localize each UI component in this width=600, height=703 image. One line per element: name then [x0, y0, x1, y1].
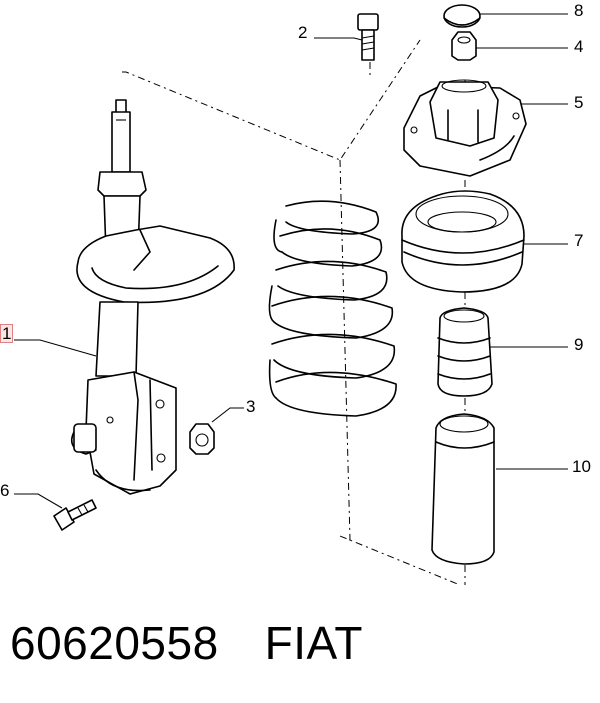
part-label-8: 8 — [574, 1, 584, 20]
shock-absorber-strut — [70, 99, 235, 495]
part-label-2: 2 — [298, 23, 308, 42]
bolt-top — [357, 13, 379, 61]
nut-3 — [189, 423, 215, 455]
leader-lines — [14, 13, 568, 509]
part-label-9: 9 — [574, 335, 584, 354]
caption: 60620558 FIAT — [10, 616, 363, 670]
part-label-4: 4 — [574, 37, 584, 56]
part-label-5: 5 — [574, 93, 584, 112]
part-label-1: 1 — [0, 324, 14, 343]
spring-seat — [401, 190, 525, 293]
top-mount — [403, 79, 527, 177]
bolt-6 — [53, 499, 97, 531]
coil-spring — [268, 200, 397, 417]
part-label-7: 7 — [574, 231, 584, 250]
exploded-diagram: 1 2 3 4 5 6 7 8 9 10 — [0, 1, 591, 586]
brand-name: FIAT — [264, 617, 363, 669]
nut-top — [451, 31, 477, 61]
bump-stop — [437, 307, 493, 397]
dust-cap — [443, 4, 481, 28]
dust-boot — [431, 413, 495, 565]
part-label-6: 6 — [0, 481, 10, 500]
part-number: 60620558 — [10, 617, 219, 669]
part-label-3: 3 — [246, 397, 256, 416]
part-label-10: 10 — [572, 457, 591, 476]
